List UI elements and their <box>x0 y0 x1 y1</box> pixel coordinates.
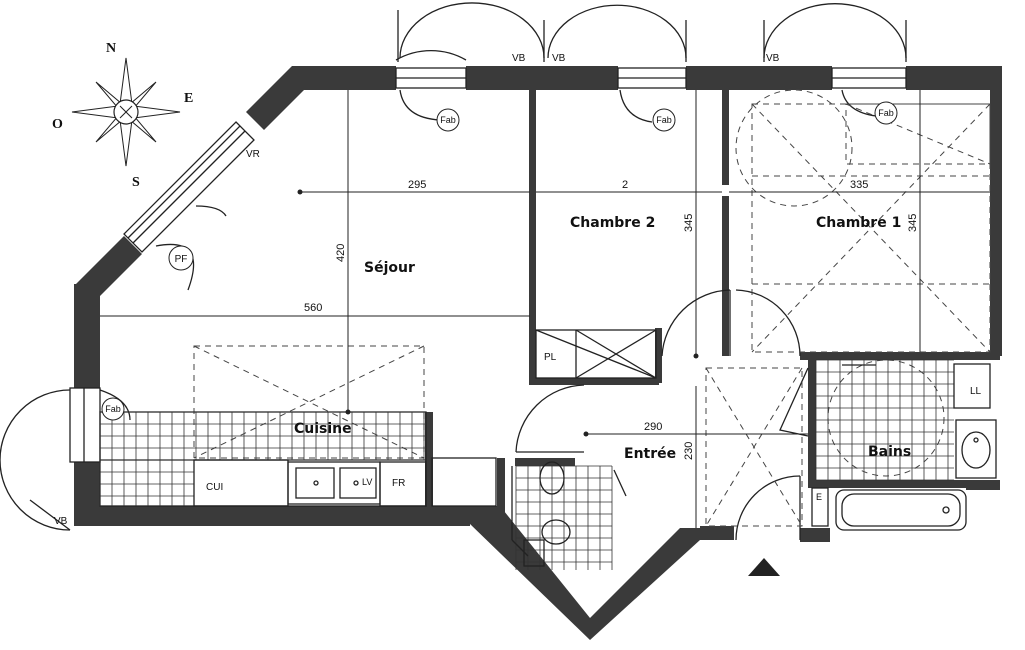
compass-north: N <box>106 41 116 56</box>
fab-marker-3: Fab <box>874 101 898 125</box>
room-chambre-2: Chambre 2 <box>570 215 655 231</box>
window-swings <box>0 2 907 531</box>
fab-marker-2: Fab <box>652 108 676 132</box>
label-fr: FR <box>392 478 405 489</box>
fab-marker-4: Fab <box>101 397 125 421</box>
room-sejour: Séjour <box>364 260 415 276</box>
dim-entree-width: 290 <box>644 421 662 433</box>
label-vb-4: VB <box>54 516 68 527</box>
label-vb-2: VB <box>552 53 566 64</box>
room-entree: Entrée <box>624 446 676 462</box>
pl-closet <box>535 329 657 379</box>
doors <box>515 289 809 541</box>
label-cui: CUI <box>206 482 223 493</box>
fab-marker-1: Fab <box>436 108 460 132</box>
dim-chambre2-depth: 345 <box>683 214 695 232</box>
label-pl: PL <box>544 352 557 363</box>
dim-chambre1-width: 335 <box>850 179 868 191</box>
entrance-arrow <box>748 558 780 576</box>
svg-text:Fab: Fab <box>105 404 121 414</box>
windows <box>69 67 907 463</box>
svg-text:Fab: Fab <box>878 108 894 118</box>
room-chambre-1: Chambre 1 <box>816 215 901 231</box>
compass-south: S <box>132 175 140 190</box>
label-e: E <box>816 492 822 502</box>
label-lv: LV <box>362 477 372 487</box>
bathroom-fixtures <box>811 359 997 531</box>
dim-sejour-width: 295 <box>408 179 426 191</box>
compass-east: E <box>184 91 193 106</box>
label-ll: LL <box>970 386 982 397</box>
dimension-lines <box>100 90 990 528</box>
kitchen-counter <box>99 411 497 507</box>
exterior-walls <box>74 66 1002 640</box>
room-bains: Bains <box>868 444 911 460</box>
interior-walls <box>425 90 1000 522</box>
label-vb-3: VB <box>766 53 780 64</box>
pf-marker: PF <box>168 245 194 271</box>
dim-sejour-depth: 420 <box>335 244 347 262</box>
dim-chambre2-width: 2 <box>622 179 628 191</box>
wc-fixtures <box>511 461 613 570</box>
compass-west: O <box>52 117 63 132</box>
svg-text:Fab: Fab <box>440 115 456 125</box>
label-vr: VR <box>246 149 260 160</box>
label-vb-1: VB <box>512 53 526 64</box>
dim-sejour-full-width: 560 <box>304 302 322 314</box>
dim-entree-depth: 230 <box>683 442 695 460</box>
svg-text:PF: PF <box>175 254 188 265</box>
room-cuisine: Cuisine <box>294 421 352 437</box>
svg-text:Fab: Fab <box>656 115 672 125</box>
dim-chambre1-depth: 345 <box>907 214 919 232</box>
compass-rose <box>71 57 181 167</box>
